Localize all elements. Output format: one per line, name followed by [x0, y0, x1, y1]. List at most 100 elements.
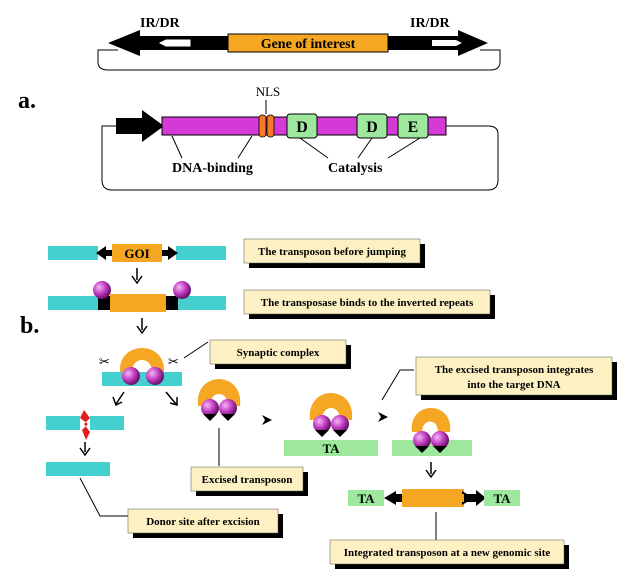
caption-excised: Excised transposon: [190, 466, 308, 496]
protein-backbone: [101, 125, 499, 191]
panel-a-letter: a.: [18, 88, 36, 114]
donor-piece-right: [90, 416, 124, 430]
nls-label: NLS: [256, 84, 281, 99]
sphere-right: [219, 399, 237, 417]
caption-box: [243, 238, 421, 264]
arrow-2: [136, 318, 148, 335]
caption-integrated-text: Integrated transposon at a new genomic s…: [344, 547, 551, 559]
ir-left: [98, 296, 110, 310]
dna-binding-line-1: [171, 135, 183, 159]
sphere-right: [146, 367, 164, 385]
ir-dr-right-arrow: [388, 30, 488, 56]
ta-right-label: TA: [493, 491, 511, 506]
target-left: [348, 490, 384, 506]
ir-right: [221, 414, 235, 421]
dna-binding-label: DNA-binding: [172, 161, 253, 176]
gene-label: Gene of interest: [261, 37, 356, 52]
plasmid-backbone: [97, 49, 501, 71]
caption-integrated: Integrated transposon at a new genomic s…: [329, 539, 569, 569]
transposase-sphere-right: [173, 281, 191, 299]
transposase-construct: NLS D D E DNA-binding Catalysis: [101, 84, 499, 191]
arrow-3: [79, 442, 91, 457]
transposon-loop: [309, 393, 353, 420]
ir-right: [333, 430, 347, 437]
sphere-right: [431, 431, 449, 449]
caption-integrates: The excised transposon integrates into t…: [415, 356, 617, 400]
sphere-right: [331, 415, 349, 433]
sphere-left: [201, 399, 219, 417]
plasmid-construct: Gene of interest IR/DR IR/DR: [97, 16, 501, 71]
ir-right: [162, 246, 178, 260]
arrow-to-excised: [165, 391, 178, 406]
scissors-left-icon: ✂: [99, 355, 110, 370]
caption-box: [190, 466, 304, 492]
goi-box: [112, 244, 162, 262]
inner-arrow-left: [158, 39, 191, 47]
caption-integrates-line1: The excised transposon integrates: [435, 364, 594, 376]
panel-b-letter: b.: [20, 313, 39, 339]
catalysis-label: Catalysis: [328, 161, 383, 176]
integrated-transposon: TA TA: [348, 489, 520, 507]
caption-box: [329, 539, 565, 565]
transposon-box: [110, 294, 166, 312]
synaptic-pointer: [183, 341, 209, 359]
target-right: [484, 490, 520, 506]
caption-box: [243, 289, 491, 315]
caption-excised-text: Excised transposon: [202, 474, 293, 486]
domain-d1-box: [286, 113, 318, 139]
arrow-to-target: [262, 415, 272, 425]
transposase-sphere-left: [93, 281, 111, 299]
caption-box: [127, 508, 279, 534]
break-mark: [80, 410, 90, 440]
sphere-left: [313, 415, 331, 433]
ta-left-label: TA: [357, 491, 375, 506]
sphere-left: [413, 431, 431, 449]
ir-dr-left-label: IR/DR: [140, 16, 181, 31]
nls-segment-1: [258, 114, 267, 138]
caption-binds: The transposase binds to the inverted re…: [243, 289, 495, 319]
ir-right-arrow: [464, 490, 486, 506]
integrates-pointer: [381, 369, 414, 401]
target-ta-label: TA: [322, 441, 340, 456]
integrating-transposon: [392, 408, 472, 456]
donor-site-repaired: [46, 462, 110, 476]
inner-arrow-right: [432, 40, 462, 46]
caption-before: The transposon before jumping: [243, 238, 425, 268]
goi-label: GOI: [124, 246, 149, 261]
ir-left: [384, 491, 402, 505]
donor-dna: [102, 372, 182, 386]
donor-pointer: [79, 477, 128, 517]
caption-box: [415, 356, 613, 396]
flank-left: [48, 296, 98, 310]
target-dna: [392, 440, 472, 456]
synaptic-complex: ✂ ✂: [99, 348, 182, 386]
arrow-1: [131, 268, 143, 285]
ir-left: [96, 246, 112, 260]
caption-box: [209, 339, 347, 365]
transposon-over-target: TA: [284, 393, 378, 456]
excised-transposon: [197, 379, 241, 421]
dna-binding-line-2: [237, 135, 253, 159]
caption-synaptic-text: Synaptic complex: [237, 347, 320, 359]
ir-right: [166, 296, 178, 310]
step-before-jumping: GOI: [48, 244, 226, 262]
caption-before-text: The transposon before jumping: [258, 246, 407, 258]
transposon-loop: [411, 408, 451, 432]
ir-left: [203, 414, 217, 421]
catalysis-line-3: [387, 137, 421, 159]
arrow-to-donor: [112, 391, 125, 407]
caption-integrates-line2: into the target DNA: [467, 379, 560, 391]
caption-synaptic: Synaptic complex: [209, 339, 351, 369]
ir-right: [433, 446, 447, 453]
caption-binds-text: The transposase binds to the inverted re…: [261, 297, 474, 309]
domain-e: E: [408, 119, 419, 136]
flank-right: [176, 246, 226, 260]
ir-left: [415, 446, 429, 453]
arrow-to-integrating: [378, 412, 388, 422]
domain-d2: D: [366, 119, 378, 136]
caption-donor-text: Donor site after excision: [146, 516, 260, 528]
transposon-box: [402, 489, 464, 507]
ir-dr-right-label: IR/DR: [410, 16, 451, 31]
transposon-loop: [119, 348, 165, 372]
